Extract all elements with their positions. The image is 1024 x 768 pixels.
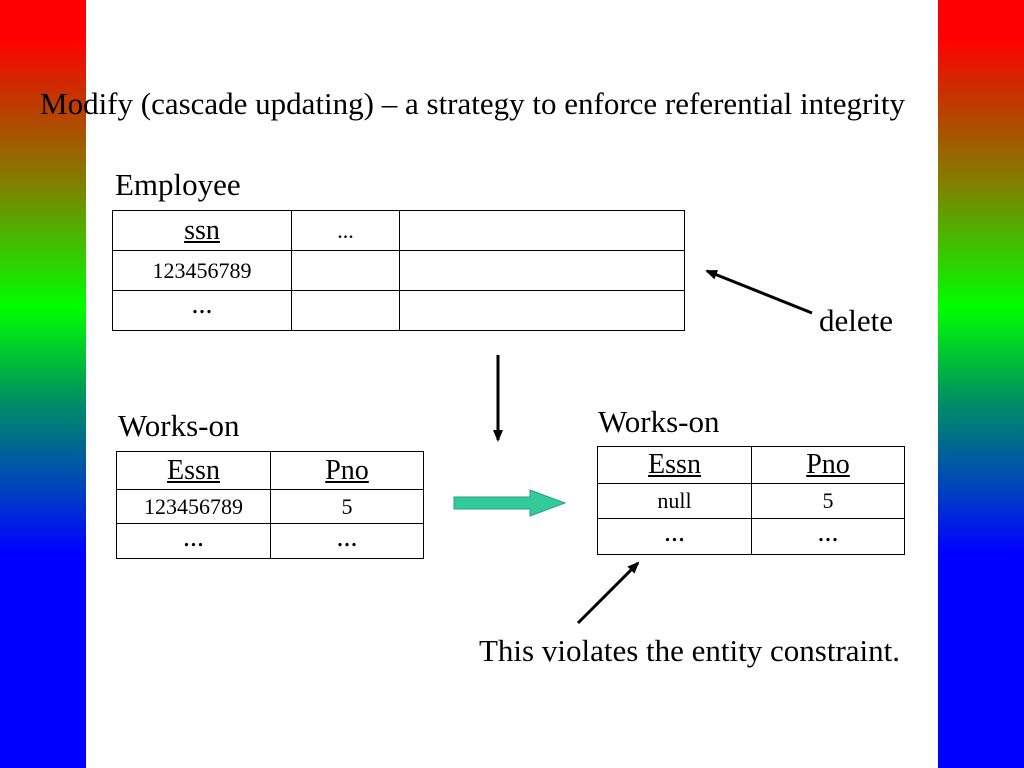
works-on-before-table: Essn Pno 123456789 5 ... ... [116, 451, 424, 559]
works-on-after-cell: ... [751, 518, 905, 555]
works-on-after-cell: ... [597, 518, 752, 555]
left-gradient-bar [0, 0, 86, 768]
employee-row: 123456789 [112, 250, 685, 291]
employee-cell: ... [112, 290, 292, 331]
employee-header-empty [399, 210, 685, 251]
works-on-after-label: Works-on [598, 404, 720, 439]
works-on-before-header-essn: Essn [116, 451, 271, 490]
works-on-before-cell: 5 [270, 489, 424, 524]
works-on-after-table: Essn Pno null 5 ... ... [597, 446, 905, 555]
right-gradient-bar [938, 0, 1024, 768]
works-on-after-cell: 5 [751, 483, 905, 519]
employee-cell [291, 290, 400, 331]
employee-cell [399, 250, 685, 291]
works-on-before-cell: ... [270, 523, 424, 559]
delete-pointer-arrow [705, 269, 813, 315]
employee-cell [399, 290, 685, 331]
note-pointer-arrow [576, 561, 640, 625]
employee-label: Employee [115, 167, 241, 202]
works-on-before-label: Works-on [118, 408, 240, 443]
works-on-before-header-pno: Pno [270, 451, 424, 490]
works-on-after-header-essn: Essn [597, 446, 752, 484]
delete-annotation: delete [819, 303, 894, 338]
works-on-after-cell: null [597, 483, 752, 519]
works-on-before-row: 123456789 5 [116, 489, 424, 524]
employee-header-ssn: ssn [112, 210, 292, 251]
works-on-before-header-row: Essn Pno [116, 451, 424, 490]
employee-table: ssn ... 123456789 ... [112, 210, 685, 331]
works-on-after-row: ... ... [597, 518, 905, 555]
employee-row: ... [112, 290, 685, 331]
transition-arrow [453, 489, 567, 517]
works-on-before-cell: ... [116, 523, 271, 559]
works-on-after-row: null 5 [597, 483, 905, 519]
entity-constraint-note: This violates the entity constraint. [479, 633, 900, 668]
slide-title: Modify (cascade updating) – a strategy t… [40, 86, 906, 121]
works-on-before-cell: 123456789 [116, 489, 271, 524]
works-on-before-row: ... ... [116, 523, 424, 559]
employee-header-row: ssn ... [112, 210, 685, 251]
